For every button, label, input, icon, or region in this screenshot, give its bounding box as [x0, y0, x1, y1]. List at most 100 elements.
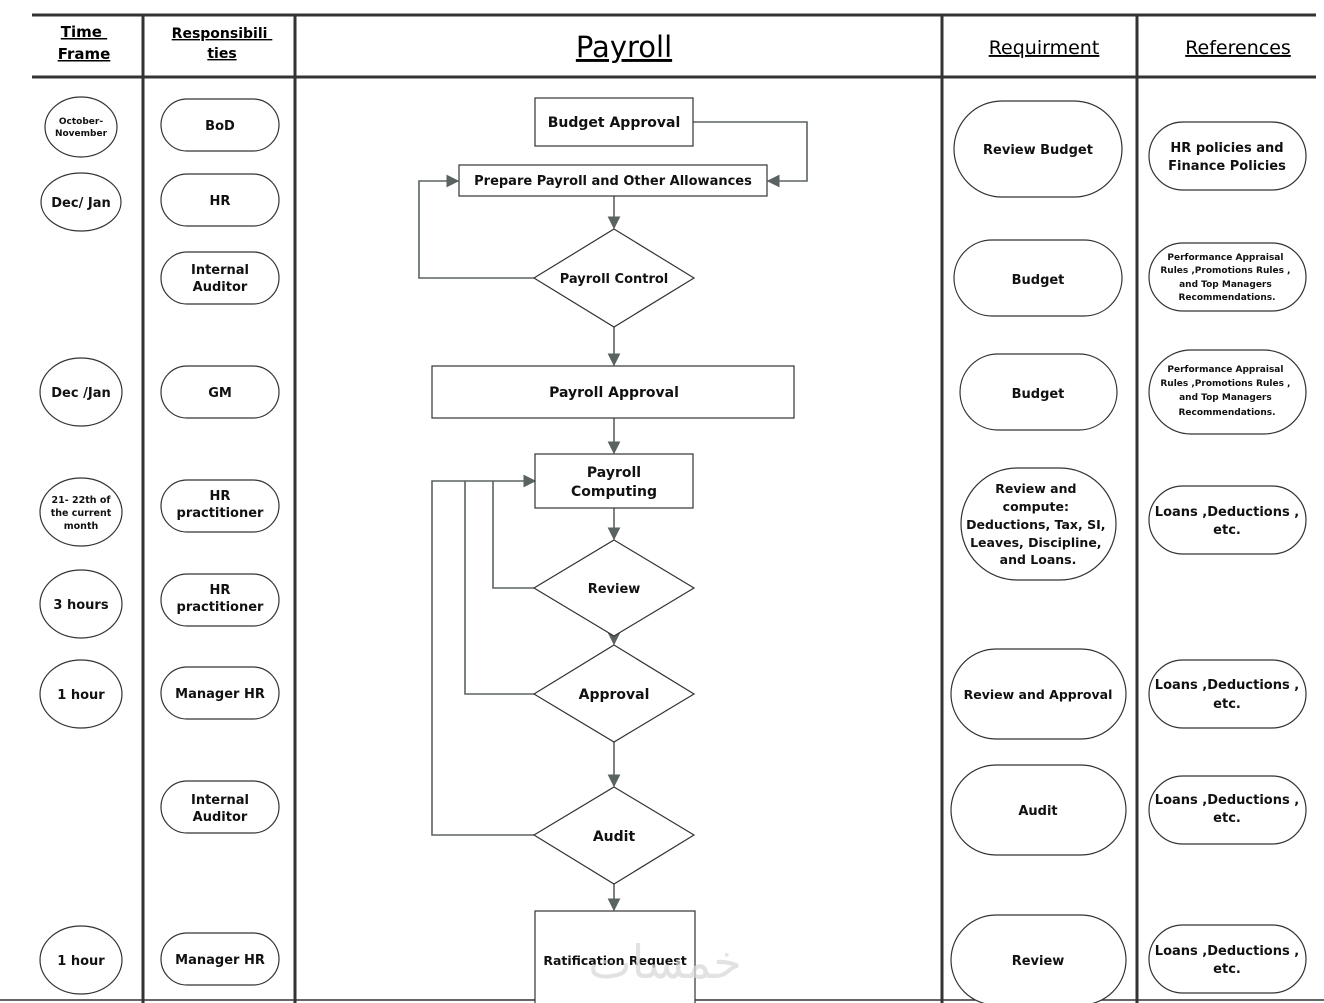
requirement-pill — [950, 764, 1127, 856]
time-frame-ellipse — [39, 477, 123, 547]
reference-pill — [1148, 924, 1307, 994]
reference-text: Performance Appraisal Rules ,Promotions … — [1160, 253, 1293, 303]
responsibility-pill — [160, 251, 280, 305]
requirement-text: Review and compute: Deductions, Tax, SI,… — [966, 481, 1110, 567]
header-responsibilities: Responsibili ties — [172, 26, 273, 62]
step-label: Payroll Approval — [549, 385, 679, 401]
requirement-text: Review Budget — [983, 143, 1093, 158]
connector-control-loop — [418, 174, 534, 279]
step-audit — [532, 786, 696, 885]
responsibility-text: GM — [208, 386, 232, 401]
reference-text: Loans ,Deductions ,etc. — [1155, 505, 1299, 538]
responsibility-pill — [160, 98, 280, 152]
connector-approval-loop — [464, 481, 534, 695]
step-prepare-payroll — [458, 164, 768, 197]
requirement-pill — [953, 100, 1123, 198]
reference-pill — [1148, 775, 1307, 845]
page-title: Payroll — [576, 30, 672, 64]
responsibility-pill — [160, 479, 280, 533]
step-payroll-control — [532, 228, 696, 328]
time-frame-text: 1 hour — [57, 688, 105, 703]
responsibility-pill — [160, 666, 280, 720]
reference-text: Loans ,Deductions ,etc. — [1155, 678, 1299, 712]
time-frame-labels: October-November Dec/ Jan Dec /Jan 21- 2… — [51, 117, 112, 969]
step-label: Prepare Payroll and Other Allowances — [474, 174, 752, 189]
requirements-column — [950, 100, 1127, 1003]
responsibility-pill — [160, 365, 280, 419]
time-frame-text: October-November — [55, 117, 108, 139]
step-budget-approval — [534, 97, 694, 147]
time-frame-ellipse — [44, 96, 118, 158]
responsibility-pill — [160, 173, 280, 227]
time-frame-text: 1 hour — [57, 954, 105, 969]
step-review — [532, 539, 696, 637]
step-label: Payroll Control — [560, 272, 669, 287]
header-requirement: Requirment — [989, 37, 1100, 59]
time-frame-ellipse — [39, 659, 123, 729]
reference-pill — [1148, 242, 1307, 312]
step-approval — [532, 644, 696, 743]
responsibility-text: HR — [210, 194, 231, 209]
references-column — [1148, 121, 1307, 994]
watermark-logo: خمسات — [588, 935, 741, 989]
requirement-text: Review — [1012, 954, 1065, 969]
requirement-pill — [953, 239, 1123, 317]
responsibility-text: Manager HR — [175, 953, 265, 968]
step-label: Budget Approval — [548, 115, 681, 131]
step-label: Approval — [579, 687, 650, 703]
time-frame-ellipse — [39, 569, 123, 639]
requirement-labels: Review Budget Budget Budget Review and c… — [964, 143, 1113, 969]
step-payroll-approval — [431, 365, 795, 419]
step-label: Audit — [593, 829, 636, 845]
connector-audit-loop — [431, 474, 537, 836]
requirement-pill — [950, 648, 1127, 740]
connector-review-loop — [492, 481, 534, 589]
flow-connectors — [418, 121, 808, 912]
reference-pill — [1148, 121, 1307, 191]
requirement-pill — [960, 467, 1117, 581]
step-ratification-request — [534, 910, 696, 1003]
table-frame — [0, 13, 1324, 1003]
responsibility-pill — [160, 932, 280, 986]
time-frame-ellipse — [40, 172, 122, 232]
responsibilities-column — [160, 98, 280, 986]
reference-text: Loans ,Deductions ,etc. — [1155, 944, 1299, 977]
requirement-text: Budget — [1012, 273, 1065, 288]
responsibility-text: Manager HR — [175, 687, 265, 702]
reference-pill — [1148, 659, 1307, 729]
time-frame-text: Dec /Jan — [51, 386, 110, 401]
requirement-text: Budget — [1012, 387, 1065, 402]
requirement-pill — [959, 353, 1118, 431]
table-header: Time Frame Responsibili ties Payroll Req… — [58, 23, 1291, 64]
header-references: References — [1185, 37, 1291, 59]
reference-text: Performance Appraisal Rules ,Promotions … — [1160, 365, 1293, 418]
time-frame-ellipse — [39, 357, 123, 427]
requirement-text: Audit — [1018, 804, 1057, 819]
responsibility-pill — [160, 780, 280, 834]
responsibility-pill — [160, 573, 280, 627]
responsibility-text: BoD — [205, 119, 235, 134]
step-label: Review — [588, 582, 641, 597]
time-frame-text: 3 hours — [53, 598, 108, 613]
requirement-text: Review and Approval — [964, 687, 1113, 702]
connector-budget-to-prepare — [693, 121, 808, 188]
reference-pill — [1148, 349, 1307, 435]
reference-pill — [1148, 485, 1307, 555]
reference-text: Loans ,Deductions ,etc. — [1155, 793, 1299, 826]
process-labels: Budget Approval Prepare Payroll and Othe… — [474, 115, 752, 968]
time-frame-ellipse — [39, 925, 123, 995]
header-time-frame: Time Frame — [58, 23, 111, 63]
process-shapes — [431, 97, 795, 1003]
time-frame-text: Dec/ Jan — [51, 196, 110, 211]
time-frame-column — [39, 96, 123, 995]
